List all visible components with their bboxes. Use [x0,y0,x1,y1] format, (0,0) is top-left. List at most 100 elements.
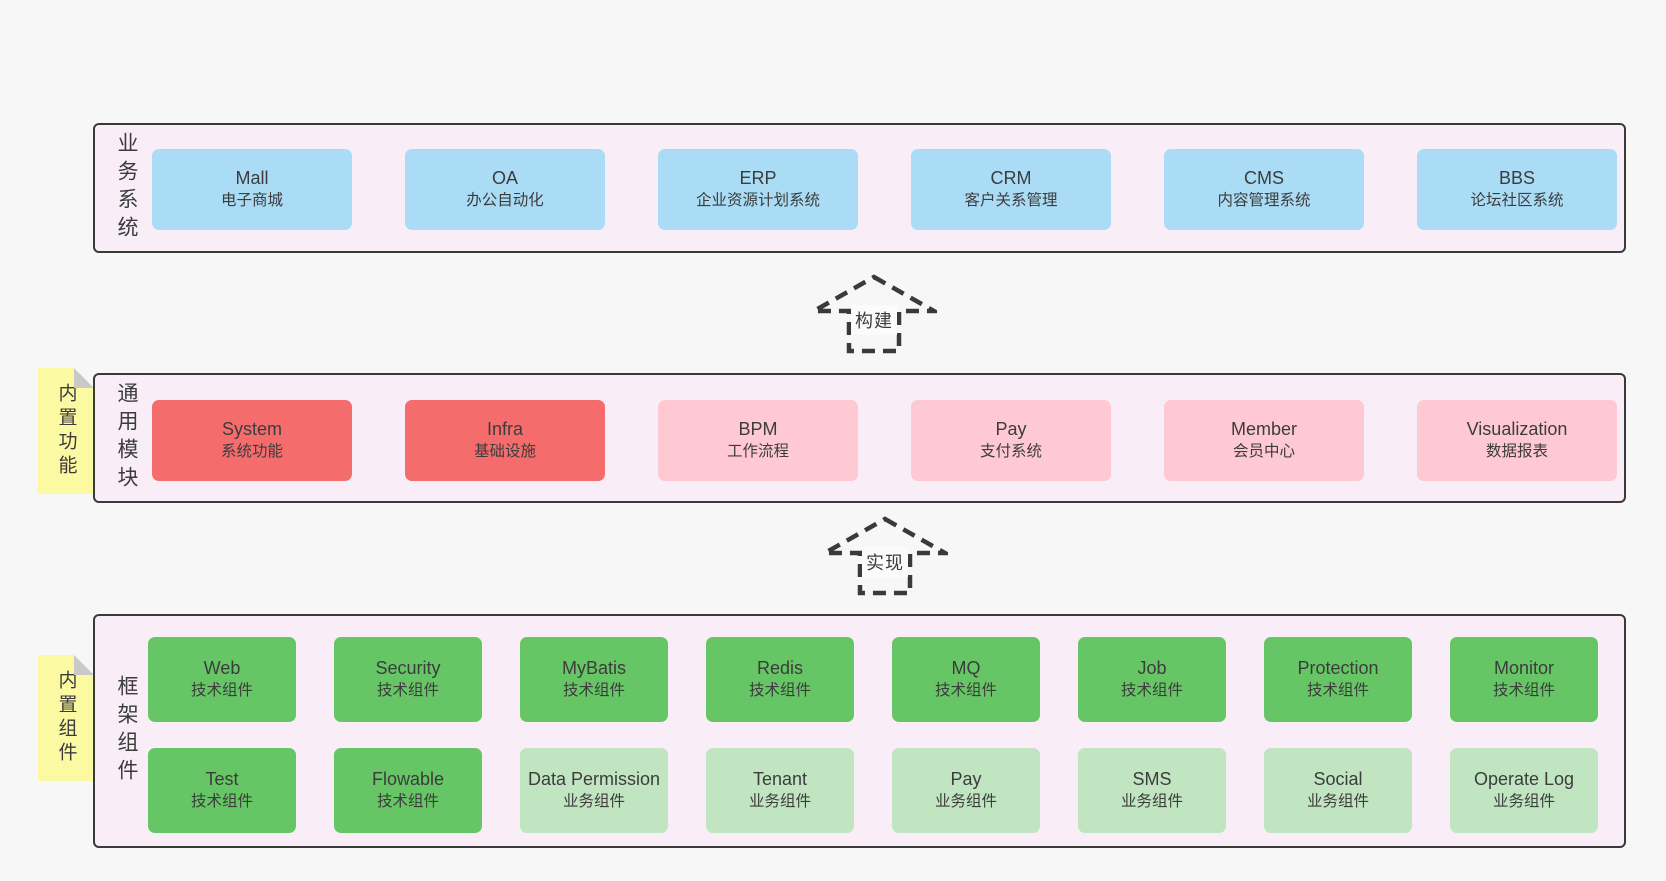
box-sms: SMS 业务组件 [1078,748,1226,833]
box-mybatis: MyBatis 技术组件 [520,637,668,722]
built-in-components-note: 内置组件 [38,655,94,781]
box-title: Operate Log [1473,769,1575,790]
box-subtitle: 业务组件 [1492,793,1555,811]
box-subtitle: 技术组件 [376,793,439,811]
box-title: MQ [951,658,981,679]
box-title: Web [203,658,241,679]
box-title: Security [375,658,441,679]
box-title: MyBatis [561,658,626,679]
box-subtitle: 工作流程 [726,443,789,461]
box-title: ERP [739,168,777,189]
box-subtitle: 业务组件 [562,793,625,811]
box-title: OA [491,168,518,189]
business-systems-panel: 业务系统 Mall 电子商城 OA 办公自动化 ERP 企业资源计划系统 CRM… [93,123,1626,253]
build-arrow: 构建 [811,274,937,354]
box-subtitle: 客户关系管理 [964,192,1058,210]
box-subtitle: 技术组件 [748,682,811,700]
business-systems-label: 业务系统 [115,132,138,244]
note-label: 内置功能 [55,383,77,479]
box-subtitle: 技术组件 [190,682,253,700]
build-arrow-label: 构建 [851,305,897,336]
box-title: Data Permission [527,769,661,790]
box-erp: ERP 企业资源计划系统 [658,149,858,230]
box-cms: CMS 内容管理系统 [1164,149,1364,230]
box-system: System 系统功能 [152,400,352,481]
box-title: Pay [950,769,982,790]
dashed-up-arrow-icon [811,274,937,354]
box-subtitle: 技术组件 [934,682,997,700]
box-tenant: Tenant 业务组件 [706,748,854,833]
box-title: BPM [738,419,778,440]
box-title: Member [1230,419,1297,440]
box-pay: Pay 支付系统 [911,400,1111,481]
box-subtitle: 电子商城 [220,192,283,210]
box-protection: Protection 技术组件 [1264,637,1412,722]
box-subtitle: 业务组件 [934,793,997,811]
box-subtitle: 办公自动化 [466,192,544,210]
implement-arrow-label: 实现 [862,547,908,578]
box-title: Visualization [1466,419,1568,440]
box-title: Redis [756,658,804,679]
box-data-permission: Data Permission 业务组件 [520,748,668,833]
box-redis: Redis 技术组件 [706,637,854,722]
box-web: Web 技术组件 [148,637,296,722]
note-label: 内置组件 [55,670,77,766]
box-subtitle: 数据报表 [1485,443,1548,461]
box-title: Protection [1297,658,1379,679]
box-subtitle: 业务组件 [748,793,811,811]
box-mall: Mall 电子商城 [152,149,352,230]
box-title: Monitor [1493,658,1555,679]
box-subtitle: 技术组件 [1120,682,1183,700]
box-title: Mall [235,168,269,189]
box-title: Social [1313,769,1363,790]
box-subtitle: 技术组件 [190,793,253,811]
box-infra: Infra 基础设施 [405,400,605,481]
box-subtitle: 企业资源计划系统 [695,192,820,210]
box-title: Test [205,769,239,790]
box-title: Job [1137,658,1167,679]
common-modules-panel: 通用模块 System 系统功能 Infra 基础设施 BPM 工作流程 Pay… [93,373,1626,503]
box-title: Pay [995,419,1027,440]
box-pay-component: Pay 业务组件 [892,748,1040,833]
box-title: Flowable [371,769,445,790]
framework-components-panel: 框架组件 Web 技术组件 Security 技术组件 MyBatis 技术组件… [93,614,1626,848]
box-mq: MQ 技术组件 [892,637,1040,722]
box-title: Tenant [752,769,808,790]
box-subtitle: 支付系统 [979,443,1042,461]
box-subtitle: 系统功能 [220,443,283,461]
box-title: SMS [1132,769,1172,790]
common-modules-label: 通用模块 [115,382,138,494]
box-bpm: BPM 工作流程 [658,400,858,481]
box-title: Infra [486,419,524,440]
folded-corner-icon [74,368,94,388]
box-subtitle: 业务组件 [1306,793,1369,811]
box-oa: OA 办公自动化 [405,149,605,230]
box-monitor: Monitor 技术组件 [1450,637,1598,722]
box-title: System [221,419,282,440]
built-in-functions-note: 内置功能 [38,368,94,494]
box-social: Social 业务组件 [1264,748,1412,833]
box-subtitle: 会员中心 [1232,443,1295,461]
box-subtitle: 技术组件 [1492,682,1555,700]
box-title: CMS [1244,168,1284,189]
box-subtitle: 业务组件 [1120,793,1183,811]
box-title: CRM [990,168,1032,189]
box-flowable: Flowable 技术组件 [334,748,482,833]
box-operate-log: Operate Log 业务组件 [1450,748,1598,833]
box-subtitle: 技术组件 [562,682,625,700]
framework-components-label: 框架组件 [115,675,138,787]
box-subtitle: 基础设施 [473,443,536,461]
box-member: Member 会员中心 [1164,400,1364,481]
folded-corner-icon [74,655,94,675]
box-title: BBS [1498,168,1536,189]
box-crm: CRM 客户关系管理 [911,149,1111,230]
box-subtitle: 技术组件 [1306,682,1369,700]
box-subtitle: 内容管理系统 [1217,192,1311,210]
implement-arrow: 实现 [822,516,948,596]
box-subtitle: 技术组件 [376,682,439,700]
box-subtitle: 论坛社区系统 [1470,192,1564,210]
box-security: Security 技术组件 [334,637,482,722]
box-visualization: Visualization 数据报表 [1417,400,1617,481]
dashed-up-arrow-icon [822,516,948,596]
